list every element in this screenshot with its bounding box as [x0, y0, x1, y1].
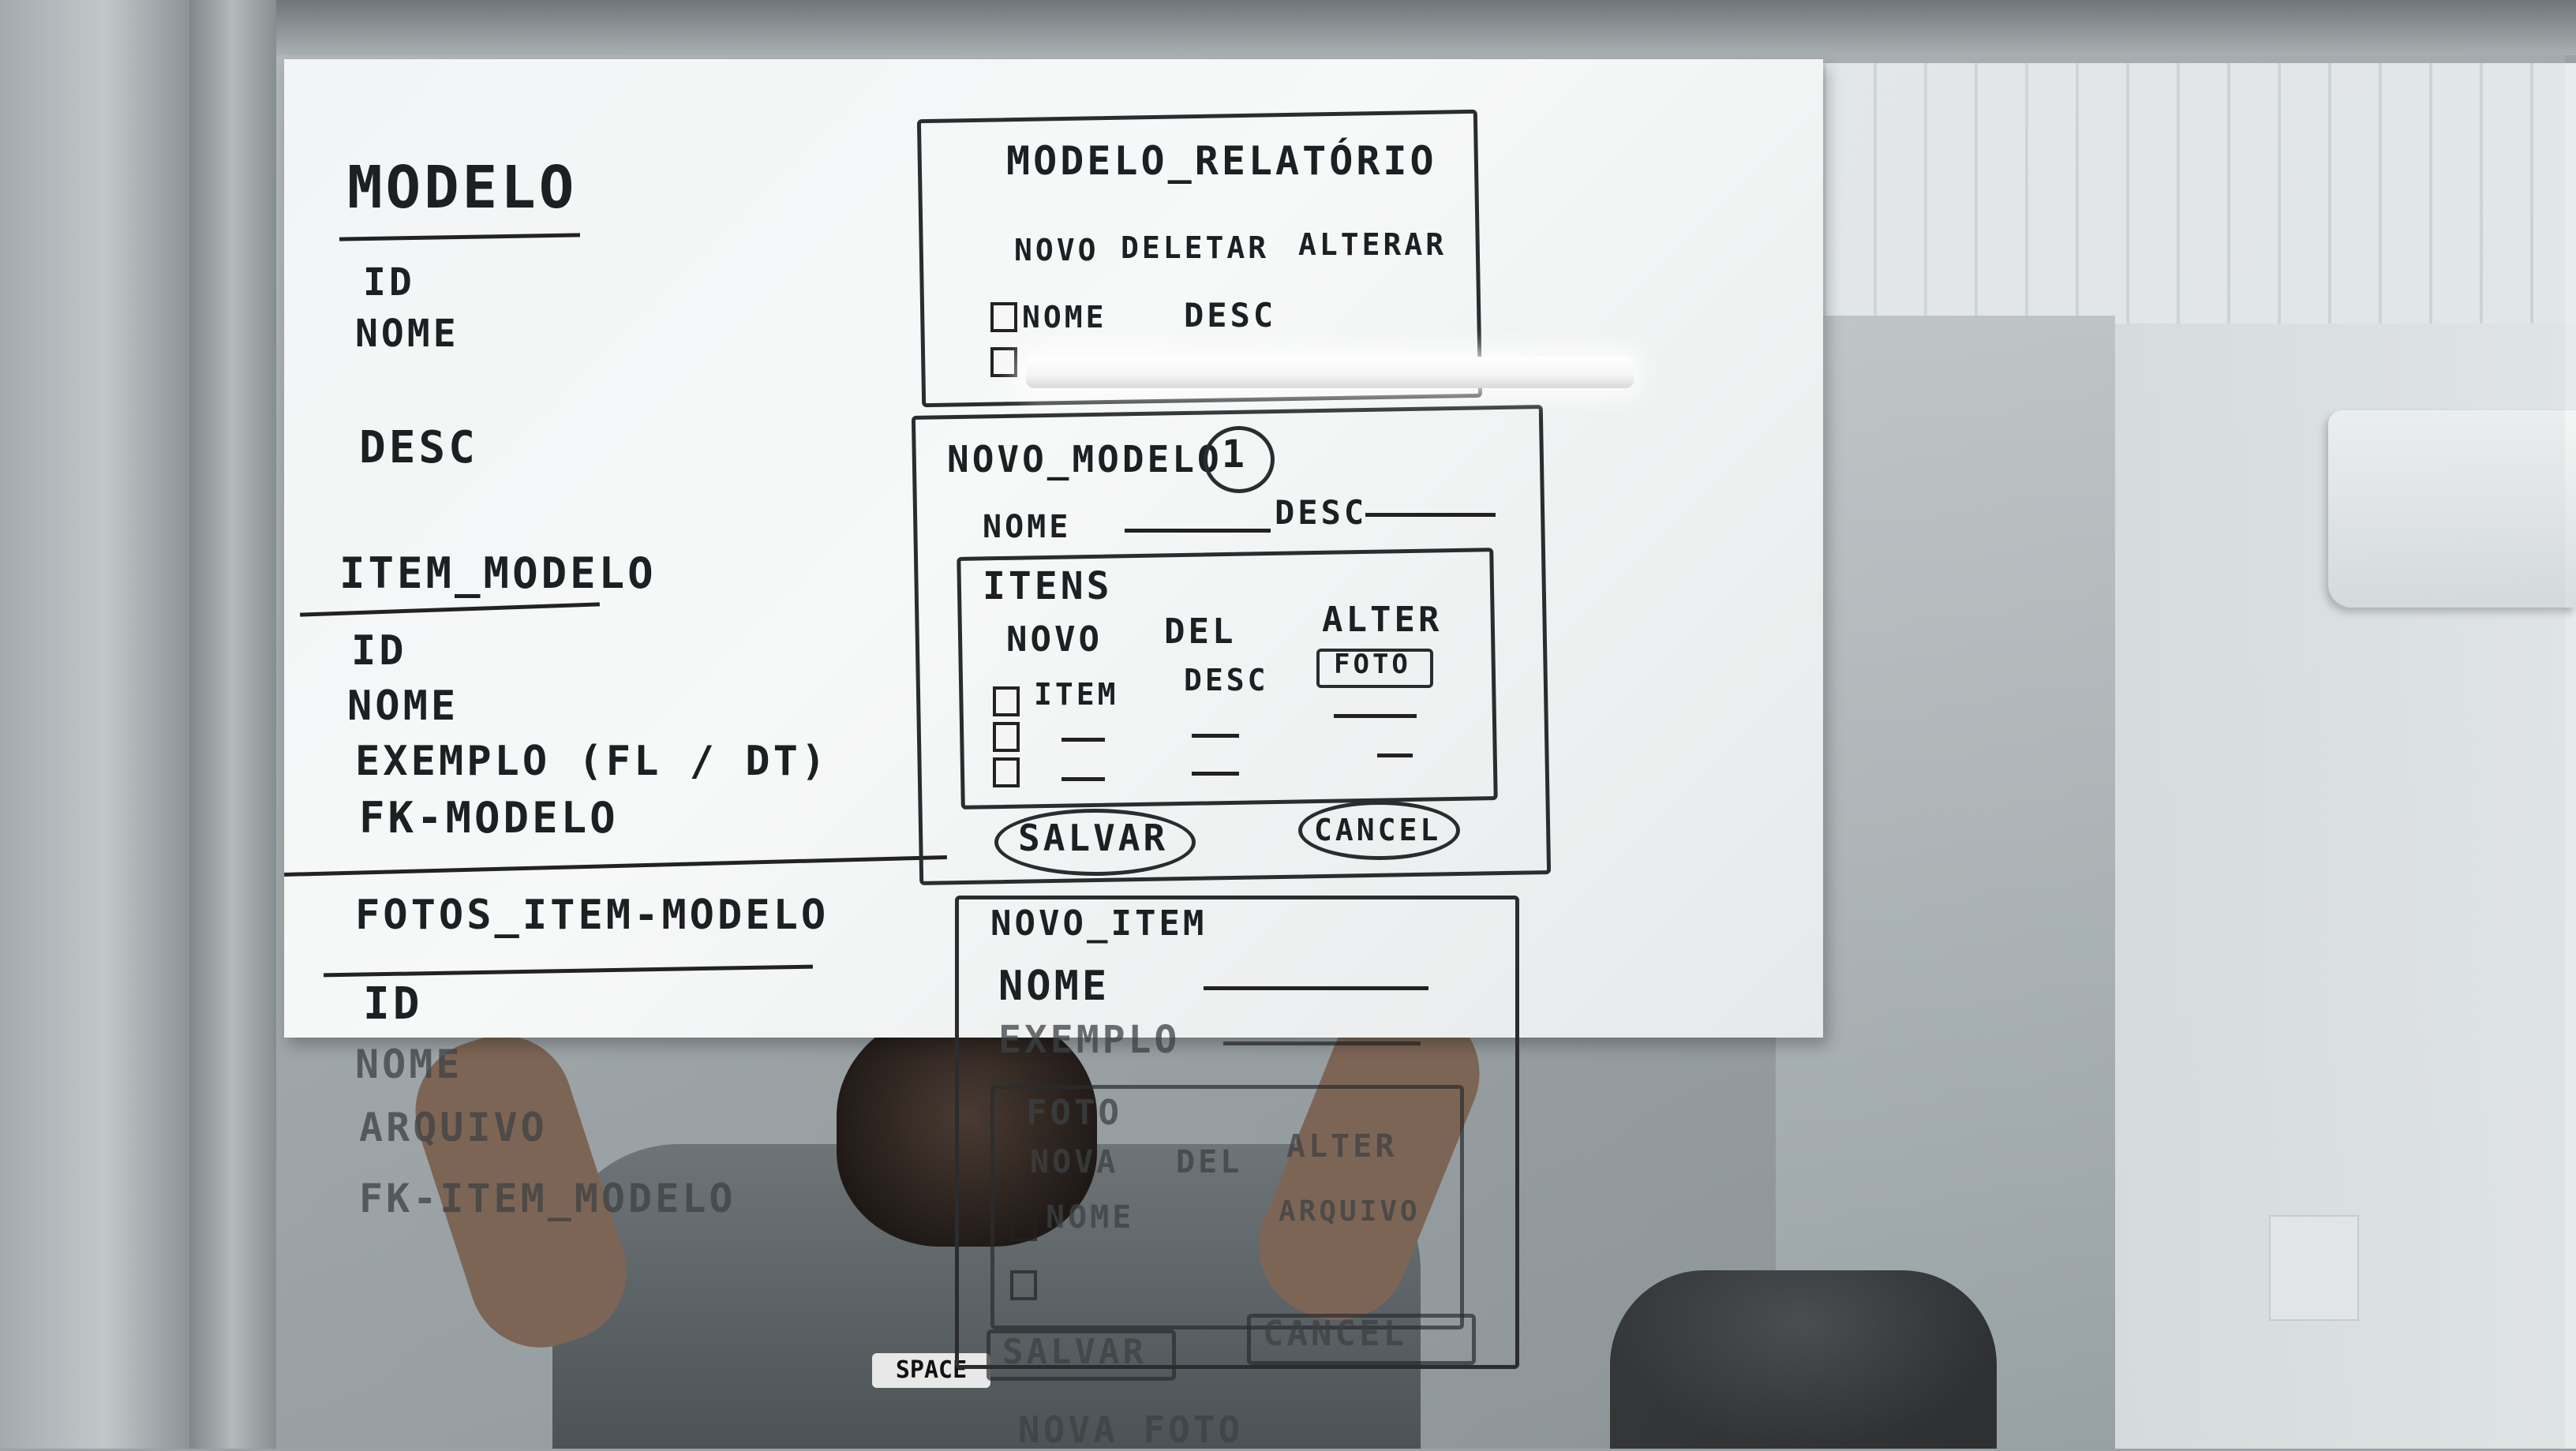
- step-badge-number: 1: [1222, 432, 1248, 477]
- screen-title: MODELO_RELATÓRIO: [1006, 138, 1437, 184]
- checkbox[interactable]: [993, 686, 1020, 716]
- foto-column-box: [1316, 649, 1433, 688]
- row-placeholder: [1334, 714, 1417, 718]
- cabinet: [1776, 316, 2115, 1449]
- salvar-button-outline[interactable]: [987, 1329, 1176, 1381]
- checkbox[interactable]: [993, 722, 1020, 752]
- itens-title: ITENS: [983, 564, 1113, 608]
- entity-modelo-title: MODELO: [347, 154, 578, 222]
- wall-switch-plate: [2269, 1215, 2359, 1321]
- sketch-paper: [284, 59, 1823, 1038]
- field-id: ID: [351, 627, 407, 675]
- row-placeholder: [1192, 734, 1239, 738]
- row-placeholder: [1061, 738, 1105, 742]
- action-alterar[interactable]: ALTERAR: [1298, 227, 1447, 262]
- entity-item-modelo-title: ITEM_MODELO: [339, 548, 657, 598]
- label-nome: NOME: [983, 509, 1072, 545]
- row-placeholder: [1377, 754, 1413, 757]
- field-nome: NOME: [355, 1042, 463, 1087]
- fotos-panel: [990, 1085, 1464, 1329]
- cancel-button[interactable]: CANCEL: [1314, 813, 1442, 847]
- row-placeholder: [1061, 777, 1105, 781]
- screen-novo-item: [955, 896, 1519, 1369]
- action-deletar[interactable]: DELETAR: [1121, 230, 1270, 265]
- row-placeholder: [1192, 772, 1239, 776]
- column-item: ITEM: [1034, 677, 1119, 712]
- action-novo[interactable]: NOVO: [1014, 233, 1099, 267]
- action-del[interactable]: DEL: [1164, 611, 1237, 652]
- checkbox[interactable]: [990, 302, 1017, 332]
- column-nome: NOME: [1046, 1199, 1135, 1236]
- field-arquivo: ARQUIVO: [359, 1105, 548, 1150]
- salvar-button[interactable]: SALVAR: [1002, 1332, 1147, 1372]
- column-nome: NOME: [1022, 300, 1107, 335]
- window-frame-post: [189, 0, 276, 1449]
- field-nome: NOME: [355, 312, 459, 356]
- checkbox[interactable]: [993, 757, 1020, 787]
- office-chair: [1610, 1270, 1997, 1449]
- field-id: ID: [363, 978, 423, 1030]
- label-nome: NOME: [998, 963, 1110, 1010]
- light-reflection: [1026, 357, 1634, 388]
- field-fk-modelo: FK-MODELO: [359, 793, 619, 843]
- label-exemplo: EXEMPLO: [998, 1018, 1181, 1062]
- screen-title: NOVO_ITEM: [990, 903, 1208, 944]
- air-conditioner: [2328, 410, 2576, 608]
- column-foto: FOTO: [1334, 649, 1411, 680]
- field-nome: NOME: [347, 682, 459, 730]
- action-alter[interactable]: ALTER: [1286, 1128, 1398, 1165]
- salvar-button[interactable]: SALVAR: [1018, 817, 1169, 859]
- ceiling-slats: [1776, 63, 2576, 323]
- input-desc[interactable]: [1365, 513, 1496, 517]
- field-fk-item-modelo: FK-ITEM_MODELO: [359, 1176, 736, 1221]
- screen-title: NOVO_MODELO: [947, 438, 1222, 481]
- field-id: ID: [363, 260, 415, 305]
- screen-nova-foto-title: NOVA FOTO: [1018, 1408, 1244, 1451]
- person-head: [837, 1010, 1097, 1247]
- cancel-button[interactable]: CANCEL: [1263, 1314, 1407, 1354]
- cancel-button-outline[interactable]: [1247, 1314, 1476, 1365]
- checkbox[interactable]: [1010, 1211, 1037, 1241]
- window-frame-top: [0, 0, 2576, 55]
- checkbox[interactable]: [1010, 1270, 1037, 1300]
- salvar-button-outline[interactable]: [994, 809, 1196, 876]
- label-foto: FOTO: [1026, 1093, 1122, 1133]
- input-exemplo[interactable]: [1223, 1042, 1421, 1045]
- action-del[interactable]: DEL: [1176, 1144, 1243, 1180]
- column-arquivo: ARQUIVO: [1279, 1195, 1421, 1228]
- checkbox[interactable]: [990, 347, 1017, 377]
- column-desc: DESC: [1184, 663, 1269, 697]
- input-nome[interactable]: [1204, 986, 1428, 990]
- cancel-button-outline[interactable]: [1298, 801, 1460, 860]
- step-badge: [1204, 426, 1275, 493]
- action-nova[interactable]: NOVA: [1030, 1144, 1119, 1180]
- action-novo[interactable]: NOVO: [1006, 619, 1103, 660]
- label-desc: DESC: [1275, 493, 1368, 532]
- window-frame-left: [0, 0, 189, 1449]
- column-desc: DESC: [1184, 296, 1277, 335]
- action-alter[interactable]: ALTER: [1322, 600, 1443, 640]
- input-nome[interactable]: [1125, 529, 1271, 533]
- entity-fotos-item-modelo-title: FOTOS_ITEM-MODELO: [355, 892, 829, 939]
- field-exemplo: EXEMPLO (FL / DT): [355, 738, 829, 785]
- field-desc: DESC: [359, 422, 478, 473]
